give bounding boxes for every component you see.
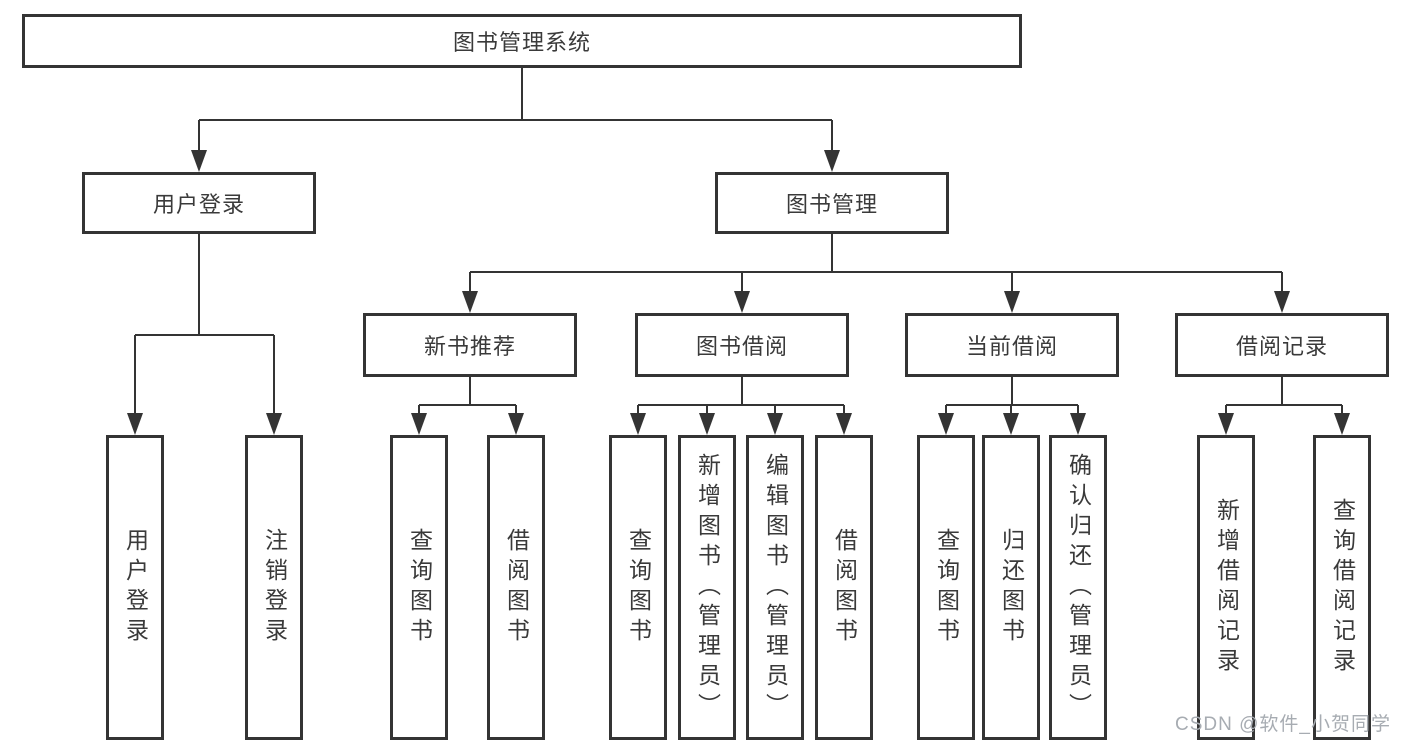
leaf-query-books-borrowing-label: 查询图书 [625, 527, 652, 648]
leaf-logout: 注销登录 [245, 435, 303, 740]
leaf-borrow-books-recommend: 借阅图书 [487, 435, 545, 740]
leaf-borrow-books-recommend-label: 借阅图书 [503, 527, 530, 648]
leaf-add-borrow-record: 新增借阅记录 [1197, 435, 1255, 740]
leaf-edit-book-admin-label: 编辑图书（管理员） [762, 452, 789, 723]
node-borrowing-records-label: 借阅记录 [1235, 334, 1328, 359]
node-book-borrowing-label: 图书借阅 [695, 334, 788, 359]
leaf-query-books-recommend-label: 查询图书 [406, 527, 433, 648]
leaf-query-borrow-record: 查询借阅记录 [1313, 435, 1371, 740]
leaf-add-book-admin-label: 新增图书（管理员） [694, 452, 721, 723]
leaf-add-borrow-record-label: 新增借阅记录 [1213, 497, 1240, 678]
leaf-borrow-books-label: 借阅图书 [831, 527, 858, 648]
watermark-text: CSDN @软件_小贺同学 [1175, 714, 1391, 735]
leaf-borrow-books: 借阅图书 [815, 435, 873, 740]
node-borrowing-records: 借阅记录 [1175, 313, 1389, 377]
leaf-query-books-current-label: 查询图书 [933, 527, 960, 648]
node-root-label: 图书管理系统 [452, 30, 591, 55]
leaf-return-book: 归还图书 [982, 435, 1040, 740]
leaf-logout-label: 注销登录 [261, 527, 288, 648]
arrowheads [127, 150, 1350, 435]
node-root: 图书管理系统 [22, 14, 1022, 68]
node-book-management-label: 图书管理 [785, 192, 878, 217]
leaf-query-books-current: 查询图书 [917, 435, 975, 740]
leaf-confirm-return-admin: 确认归还（管理员） [1049, 435, 1107, 740]
leaf-query-books-recommend: 查询图书 [390, 435, 448, 740]
leaf-confirm-return-admin-label: 确认归还（管理员） [1065, 452, 1092, 723]
node-user-login-label: 用户登录 [152, 192, 245, 217]
leaf-return-book-label: 归还图书 [998, 527, 1025, 648]
node-new-book-recommend: 新书推荐 [363, 313, 577, 377]
node-current-borrowing: 当前借阅 [905, 313, 1119, 377]
leaf-user-login: 用户登录 [106, 435, 164, 740]
leaf-add-book-admin: 新增图书（管理员） [678, 435, 736, 740]
node-user-login: 用户登录 [82, 172, 316, 234]
node-current-borrowing-label: 当前借阅 [965, 334, 1058, 359]
leaf-user-login-label: 用户登录 [122, 527, 149, 648]
node-new-book-recommend-label: 新书推荐 [423, 334, 516, 359]
leaf-query-borrow-record-label: 查询借阅记录 [1329, 497, 1356, 678]
leaf-edit-book-admin: 编辑图书（管理员） [746, 435, 804, 740]
node-book-borrowing: 图书借阅 [635, 313, 849, 377]
node-book-management: 图书管理 [715, 172, 949, 234]
leaf-query-books-borrowing: 查询图书 [609, 435, 667, 740]
